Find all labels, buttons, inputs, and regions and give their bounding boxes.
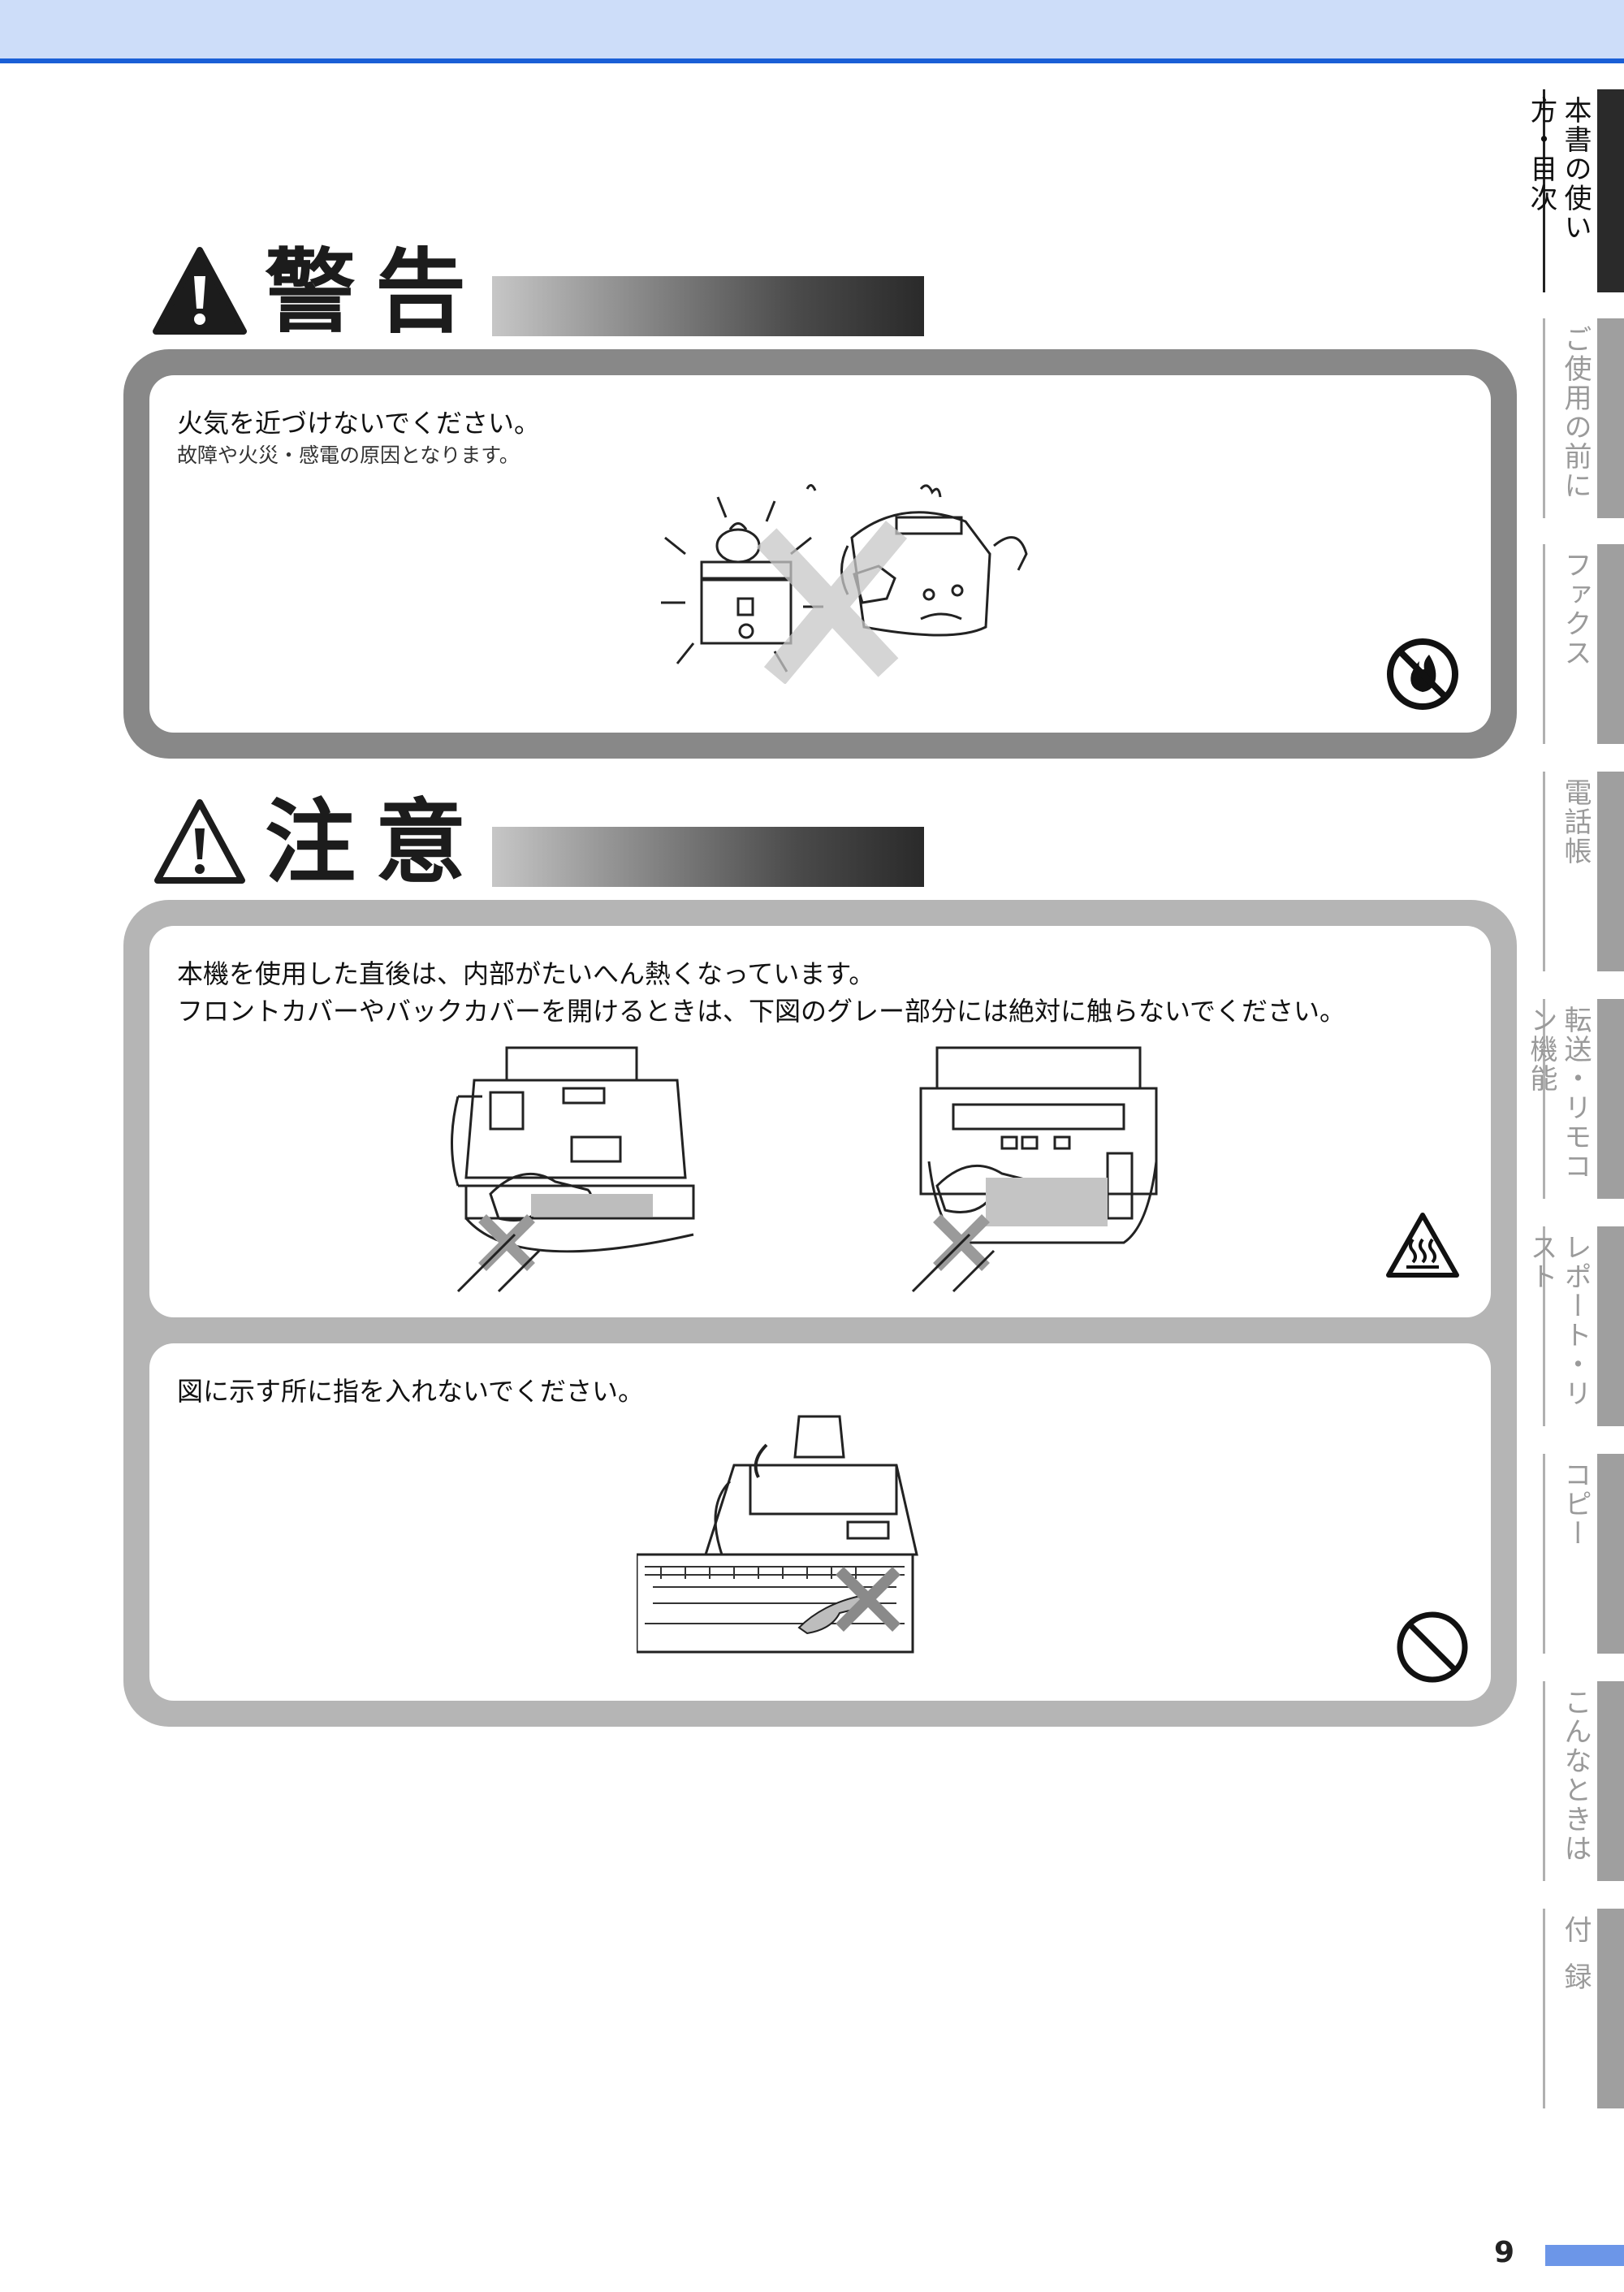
tab-fax[interactable]: ファクス	[1543, 544, 1624, 744]
caution-hot-line-2: フロントカバーやバックカバーを開けるときは、下図のグレー部分には絶対に触らないで…	[177, 996, 1346, 1027]
tab-strip	[1597, 89, 1624, 292]
tab-troubleshooting[interactable]: こんなときは	[1543, 1681, 1624, 1881]
heater-fax-illustration	[661, 484, 1028, 684]
tab-strip	[1597, 318, 1624, 518]
tab-fax-label: ファクス	[1559, 551, 1592, 668]
caution-heading-bar	[419, 827, 924, 887]
tab-strip	[1597, 1909, 1624, 2108]
warning-sub: 故障や火災・感電の原因となります。	[177, 443, 520, 467]
tab-strip	[1597, 1681, 1624, 1881]
hot-surface-icon	[1386, 1213, 1459, 1278]
tab-phonebook[interactable]: 電話帳	[1543, 772, 1624, 971]
warning-panel: 火気を近づけないでください。 故障や火災・感電の原因となります。	[149, 375, 1491, 733]
tab-copy-label: コピー	[1559, 1460, 1592, 1548]
tab-forwarding-label: 転送・リモコン機能	[1525, 1005, 1592, 1181]
tab-before-use[interactable]: ご使用の前に	[1543, 318, 1624, 518]
page-number: 9	[1494, 2236, 1515, 2269]
tab-copy[interactable]: コピー	[1543, 1454, 1624, 1654]
caution-panel-finger: 図に示す所に指を入れないでください。	[149, 1343, 1491, 1701]
tab-before-use-label: ご使用の前に	[1559, 325, 1592, 500]
front-cover-illustration	[451, 1046, 695, 1293]
warning-title: 警告	[265, 244, 492, 341]
back-cover-illustration	[911, 1046, 1158, 1293]
tab-reports-label: レポート・リスト	[1525, 1233, 1592, 1408]
caution-panel-hot: 本機を使用した直後は、内部がたいへん熱くなっています。 フロントカバーやバックカ…	[149, 926, 1491, 1317]
warning-heading: 警告	[151, 244, 924, 341]
warning-lead: 火気を近づけないでください。	[177, 408, 541, 439]
prohibited-icon	[1397, 1611, 1468, 1683]
tab-strip	[1597, 544, 1624, 744]
tab-phonebook-label: 電話帳	[1559, 778, 1592, 866]
tab-strip	[1597, 1454, 1624, 1654]
tab-reports[interactable]: レポート・リスト	[1525, 1226, 1624, 1426]
caution-hot-line-1: 本機を使用した直後は、内部がたいへん熱くなっています。	[177, 958, 875, 989]
tab-strip	[1597, 1226, 1624, 1426]
caution-title: 注意	[265, 794, 492, 892]
warning-heading-bar	[419, 276, 924, 336]
page-number-bar	[1545, 2245, 1624, 2266]
tab-strip	[1597, 772, 1624, 971]
warning-frame: 火気を近づけないでください。 故障や火災・感電の原因となります。	[123, 349, 1517, 759]
caution-frame: 本機を使用した直後は、内部がたいへん熱くなっています。 フロントカバーやバックカ…	[123, 900, 1517, 1727]
tab-contents-label: 本書の使い方・目次	[1525, 96, 1592, 242]
tab-appendix-label: 付録	[1559, 1915, 1592, 2009]
caution-triangle-icon	[154, 799, 245, 884]
tab-troubleshooting-label: こんなときは	[1559, 1688, 1592, 1863]
tab-strip	[1597, 999, 1624, 1199]
header-band	[0, 0, 1624, 63]
finger-warning-illustration	[637, 1415, 918, 1654]
no-fire-icon	[1387, 638, 1458, 710]
tab-appendix[interactable]: 付録	[1543, 1909, 1624, 2108]
tab-forwarding[interactable]: 転送・リモコン機能	[1525, 999, 1624, 1199]
caution-finger-line-1: 図に示す所に指を入れないでください。	[177, 1376, 645, 1407]
caution-heading: 注意	[151, 794, 924, 892]
tab-contents[interactable]: 本書の使い方・目次	[1525, 89, 1624, 292]
warning-triangle-icon	[153, 247, 247, 335]
